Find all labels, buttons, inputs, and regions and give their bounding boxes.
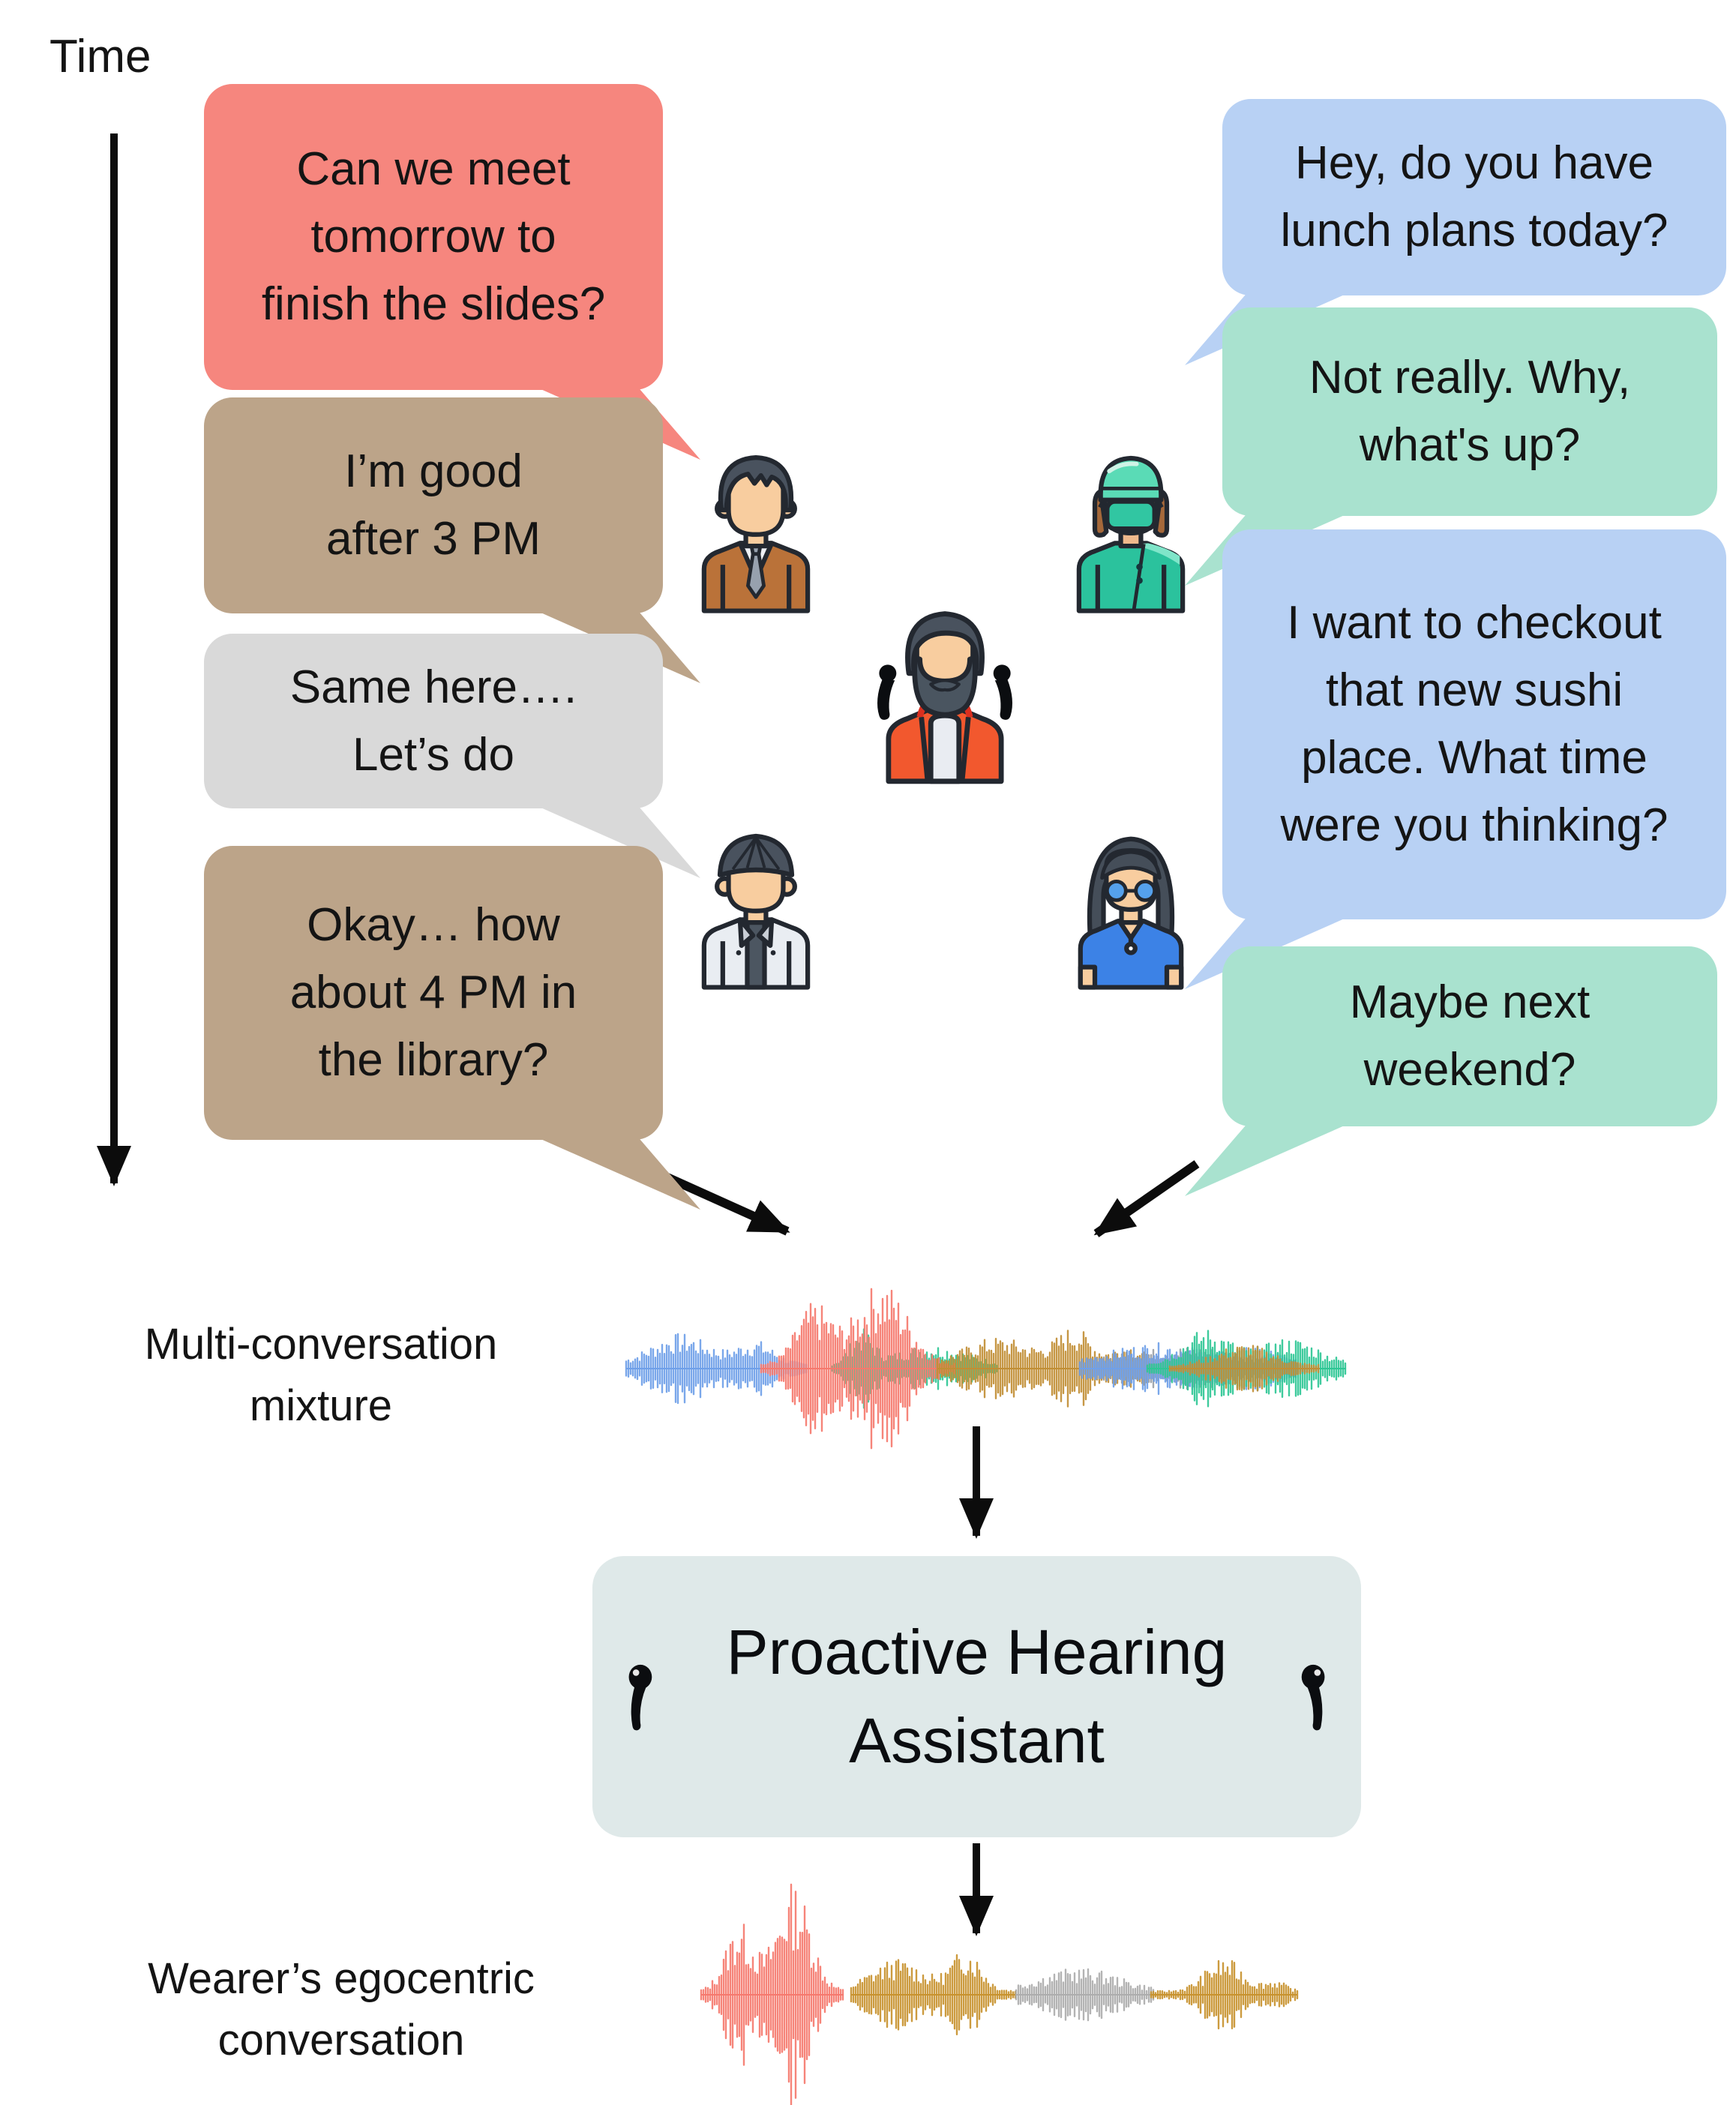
- speech-bubble-right-1: Hey, do you have lunch plans today?: [1222, 99, 1726, 295]
- earbud-right-icon: [1301, 1664, 1325, 1731]
- speech-bubble-text: Hey, do you have lunch plans today?: [1280, 137, 1669, 256]
- surgeon-scrubs-avatar-icon: [1059, 447, 1203, 615]
- speech-bubble-right-4: Maybe next weekend?: [1222, 946, 1717, 1126]
- assistant-box: Proactive Hearing Assistant: [592, 1556, 1361, 1837]
- speech-bubble-text: I want to checkout that new sushi place.…: [1280, 597, 1669, 851]
- speech-bubble-text: Same here…. Let’s do: [289, 661, 577, 781]
- speech-bubble-text: Maybe next weekend?: [1349, 976, 1591, 1096]
- speech-bubble-text: I’m good after 3 PM: [326, 445, 541, 565]
- right-conversation-arrow: [1093, 1160, 1200, 1237]
- speech-bubble-text: Can we meet tomorrow to finish the slide…: [261, 143, 606, 330]
- speech-bubble-text: Okay… how about 4 PM in the library?: [289, 899, 577, 1086]
- ego-label: Wearer’s egocentric conversation: [148, 1954, 535, 2065]
- time-axis-label: Time: [49, 31, 151, 82]
- man-brown-vest-avatar-icon: [684, 447, 828, 615]
- mixture-waveform: [625, 1288, 1347, 1450]
- woman-glasses-avatar-icon: [1059, 823, 1203, 991]
- speech-bubble-left-3: Same here…. Let’s do: [204, 634, 663, 808]
- speech-bubble-text: Not really. Why, what's up?: [1309, 352, 1631, 471]
- mixture-label: Multi-conversation mixture: [144, 1320, 498, 1431]
- speech-bubble-right-2: Not really. Why, what's up?: [1222, 307, 1717, 516]
- speech-bubble-left-2: I’m good after 3 PM: [204, 397, 663, 613]
- speech-bubble-left-1: Can we meet tomorrow to finish the slide…: [204, 84, 663, 390]
- wearer-beard-earbuds-avatar-icon: [864, 604, 1026, 784]
- assistant-box-label: Proactive Hearing Assistant: [726, 1616, 1228, 1776]
- speech-bubble-left-4: Okay… how about 4 PM in the library?: [204, 846, 663, 1140]
- earbud-left-icon: [628, 1664, 652, 1731]
- speech-bubble-right-3: I want to checkout that new sushi place.…: [1222, 529, 1726, 919]
- man-flat-cap-avatar-icon: [684, 823, 828, 991]
- ego-waveform: [700, 1883, 1299, 2105]
